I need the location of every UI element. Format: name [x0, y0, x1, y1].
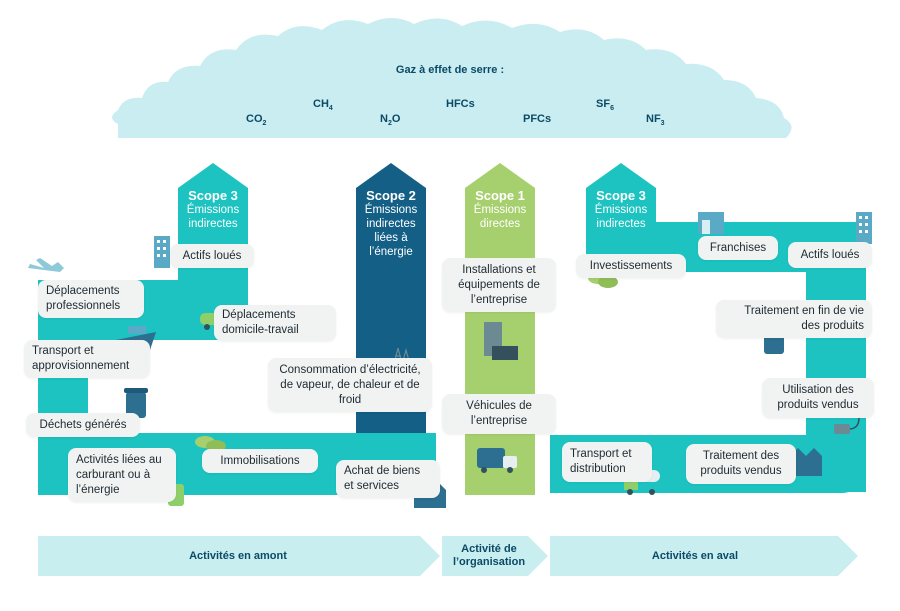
card-transport-distribution: Transport et distribution: [562, 442, 652, 482]
gas-pfcs: PFCs: [523, 113, 552, 125]
gas-nf3: NF3: [646, 113, 665, 128]
band-organisation-label: Activité de l’organisation: [452, 543, 526, 568]
card-transport-appro: Transport et approvisionnement: [24, 340, 150, 378]
card-actifs-loues-amont: Actifs loués: [170, 244, 254, 268]
building-icon-franchises: [698, 212, 724, 234]
card-traitement-produits: Traitement des produits vendus: [686, 444, 796, 484]
cloud-title: Gaz à effet de serre :: [395, 64, 505, 76]
card-deplacements-pro: Déplacements professionnels: [38, 280, 144, 318]
gas-hfcs: HFCs: [446, 98, 475, 110]
card-franchises: Franchises: [698, 236, 778, 260]
scope3-left-arrow: [178, 163, 248, 245]
band-aval-label: Activités en aval: [651, 550, 739, 562]
card-immobilisations: Immobilisations: [202, 449, 318, 473]
card-vehicules: Véhicules de l’entreprise: [442, 394, 556, 434]
building-icon: [154, 236, 170, 268]
card-activites-energie: Activités liées au carburant ou à l’éner…: [68, 448, 176, 502]
scope1-label: Scope 1 Émissions directes: [465, 188, 535, 231]
card-investissements: Investissements: [576, 254, 686, 278]
airplane-icon: [28, 258, 64, 272]
scope2-desc: Émissions indirectes liées à l’énergie: [364, 204, 418, 258]
gas-n2o: N2O: [380, 113, 401, 128]
scope1-name: Scope 1: [475, 188, 525, 203]
building-icon-right: [856, 212, 872, 244]
truck-icon: [477, 448, 517, 473]
machinery-icon: [484, 322, 518, 360]
gas-co2: CO2: [246, 113, 267, 128]
scope3-left-name: Scope 3: [188, 188, 238, 203]
card-traitement-fin-vie: Traitement en fin de vie des produits: [716, 300, 872, 338]
card-consommation: Consommation d’électricité, de vapeur, d…: [268, 358, 432, 412]
gas-sf6: SF6: [596, 98, 614, 113]
gas-ch4: CH4: [313, 98, 333, 113]
card-deplacements-domicile: Déplacements domicile-travail: [214, 305, 336, 341]
card-actifs-loues-aval: Actifs loués: [788, 242, 872, 268]
card-dechets: Déchets générés: [26, 413, 140, 437]
scope3-left-desc: Émissions indirectes: [186, 204, 240, 230]
scope3-right-desc: Émissions indirectes: [594, 204, 648, 230]
card-utilisation: Utilisation des produits vendus: [762, 378, 874, 418]
scope2-name: Scope 2: [366, 188, 416, 203]
activity-bands: [38, 536, 858, 576]
scope1-desc: Émissions directes: [473, 204, 527, 230]
scope3-left-label: Scope 3 Émissions indirectes: [178, 188, 248, 231]
factory-icon-right: [790, 448, 822, 476]
trash-bin-icon: [124, 388, 148, 418]
card-achat: Achat de biens et services: [336, 460, 440, 498]
scope2-label: Scope 2 Émissions indirectes liées à l’é…: [356, 188, 426, 259]
card-installations: Installations et équipements de l’entrep…: [442, 258, 556, 312]
scope3-right-label: Scope 3 Émissions indirectes: [586, 188, 656, 231]
cloud-shape: [112, 18, 792, 138]
band-amont-label: Activités en amont: [189, 550, 287, 562]
scope3-right-name: Scope 3: [596, 188, 646, 203]
